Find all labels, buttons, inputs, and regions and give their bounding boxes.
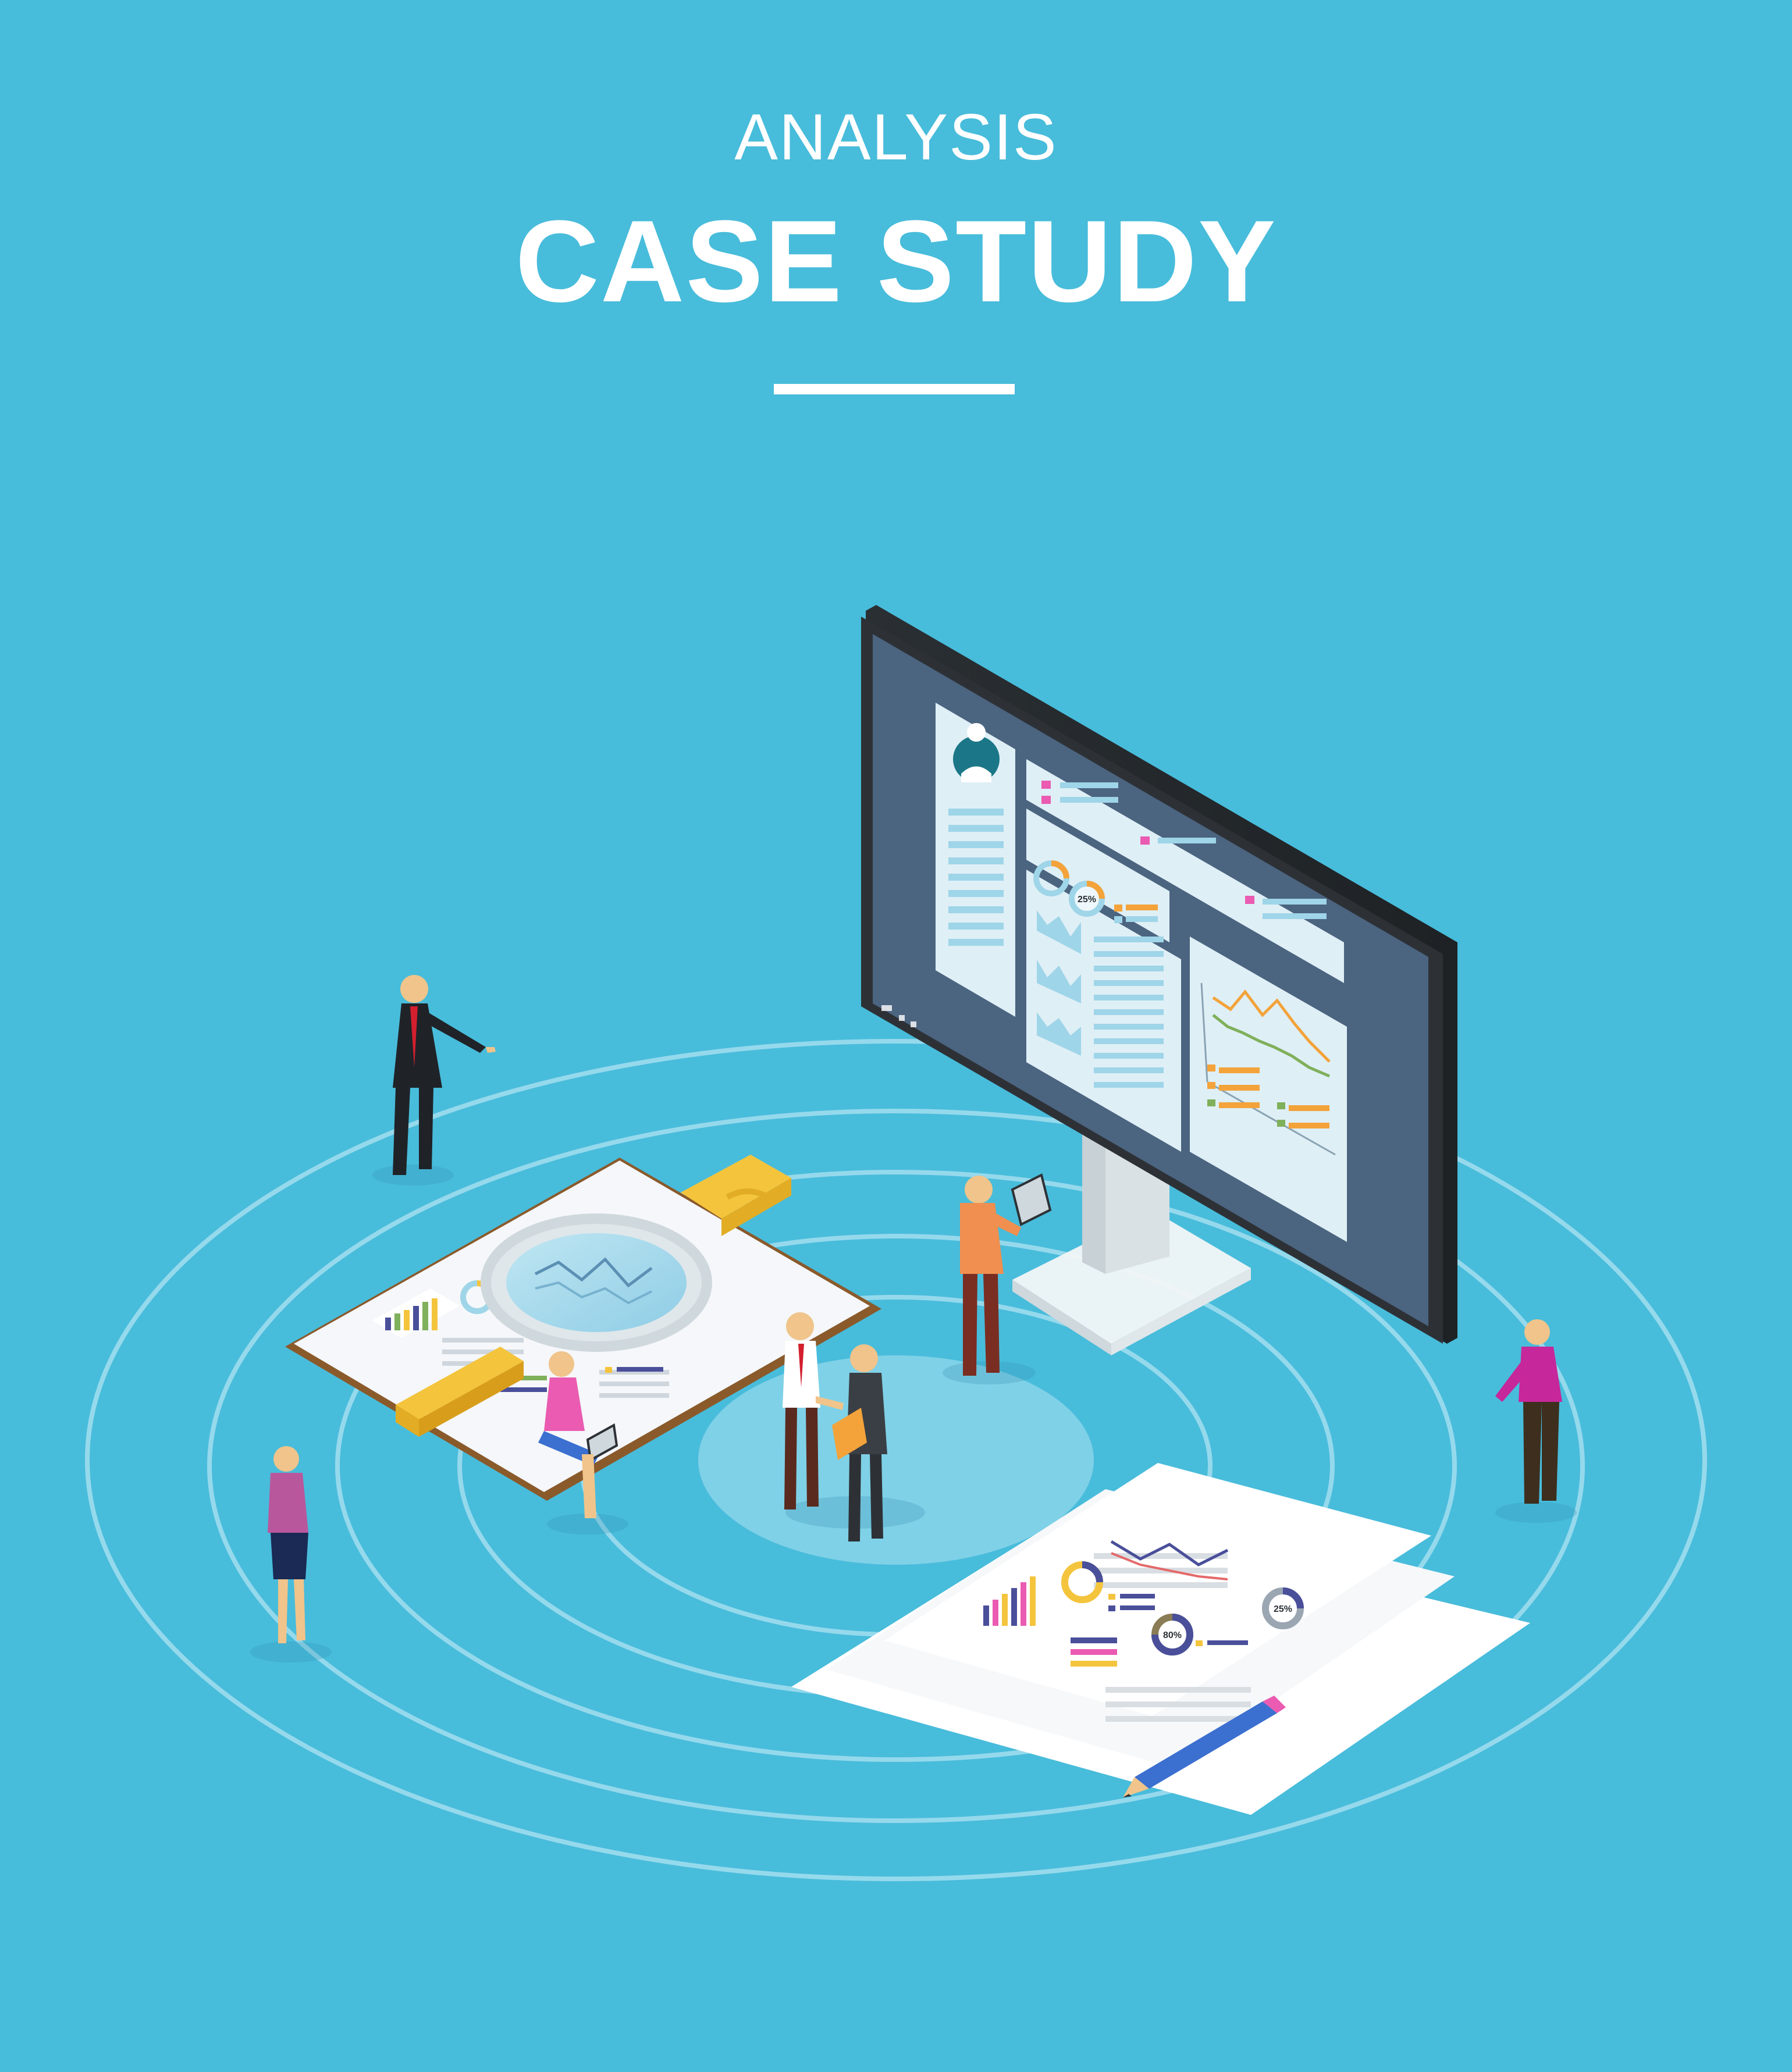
doc-donut-label-1: 25% xyxy=(1274,1604,1292,1614)
monitor-text-lines xyxy=(1094,937,1164,1088)
ring-3 xyxy=(335,1170,1457,1762)
top-panel-bars xyxy=(1041,781,1327,919)
monitor-donut-1 xyxy=(1033,860,1069,896)
person-woman-left xyxy=(268,1446,308,1643)
doc-bars xyxy=(983,1576,1117,1667)
person-man-top-left xyxy=(393,975,496,1175)
person-woman-right xyxy=(1495,1319,1562,1504)
title-divider xyxy=(774,384,1015,394)
pencil-icon xyxy=(1123,1696,1286,1797)
doc-donut-2: 25% xyxy=(1262,1587,1304,1629)
monitor-donut-2: 25% xyxy=(1069,881,1105,917)
doc-donut-1 xyxy=(1061,1561,1103,1603)
ring-center xyxy=(698,1355,1094,1565)
kicker: ANALYSIS xyxy=(734,101,1058,173)
magnifier-icon xyxy=(396,1213,712,1437)
person-man-tablet xyxy=(960,1173,1052,1376)
monitor-line-chart xyxy=(1200,982,1336,1156)
profile-lines xyxy=(948,809,1004,946)
person-pair-handshake xyxy=(783,1312,887,1541)
person-woman-laptop xyxy=(538,1351,618,1518)
header: ANALYSIS CASE STUDY xyxy=(0,0,1792,419)
ring-outer xyxy=(85,1039,1707,1881)
page-title: CASE STUDY xyxy=(515,197,1277,326)
doc-lines xyxy=(1094,1553,1251,1722)
clipboard-bars xyxy=(372,1288,460,1338)
monitor-legend-bars xyxy=(1207,1065,1329,1128)
monitor-donut-label: 25% xyxy=(1078,895,1096,905)
doc-donut-3: 80% xyxy=(1151,1614,1193,1656)
doc-legend xyxy=(1108,1594,1248,1646)
doc-line-chart xyxy=(1110,1540,1229,1580)
monitor-area-charts xyxy=(1037,910,1081,1056)
monitor: 25% xyxy=(861,605,1457,1355)
documents: 25% 80% xyxy=(791,1463,1530,1815)
ring-2 xyxy=(207,1109,1585,1823)
doc-donut-label-2: 80% xyxy=(1163,1630,1182,1640)
